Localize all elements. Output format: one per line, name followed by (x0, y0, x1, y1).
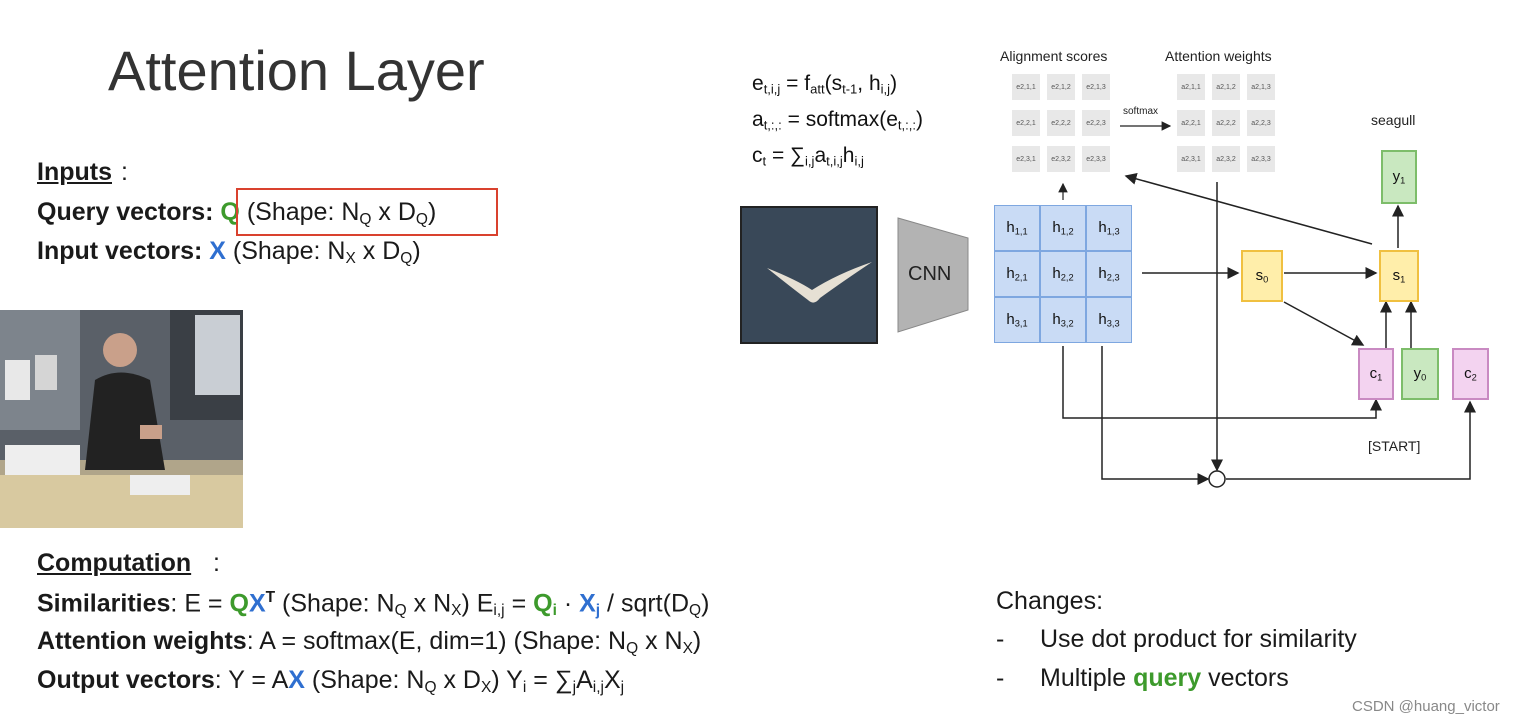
output-vectors-line: Output vectors: Y = AX (Shape: NQ x DX) … (37, 666, 625, 696)
state-s0: s0 (1241, 250, 1283, 302)
attention-weight-cell: a2,1,3 (1246, 73, 1276, 101)
alignment-score-cell: e2,1,1 (1011, 73, 1041, 101)
changes-item-2: Multiple query vectors (1040, 664, 1289, 692)
alignment-score-cell: e2,2,3 (1081, 109, 1111, 137)
changes-dash-1: - (996, 625, 1005, 653)
alignment-score-cell: e2,3,1 (1011, 145, 1041, 173)
changes-item-1: Use dot product for similarity (1040, 625, 1357, 653)
attention-weight-cell: a2,2,2 (1211, 109, 1241, 137)
attention-weights-line: Attention weights: A = softmax(E, dim=1)… (37, 627, 702, 657)
start-label: [START] (1368, 438, 1421, 454)
input-y0: y0 (1401, 348, 1439, 400)
lecturer-video-thumbnail (0, 310, 243, 528)
attention-weight-cell: a2,1,2 (1211, 73, 1241, 101)
feature-cell: h2,1 (994, 251, 1040, 297)
attention-weight-cell: a2,1,1 (1176, 73, 1206, 101)
output-y1: y1 (1381, 150, 1417, 204)
computation-colon: : (213, 549, 220, 577)
attention-weight-cell: a2,2,1 (1176, 109, 1206, 137)
inputs-colon: : (121, 158, 128, 186)
state-s1: s1 (1379, 250, 1419, 302)
attention-weight-cell: a2,3,2 (1211, 145, 1241, 173)
query-highlight-box (236, 188, 498, 236)
slide-title: Attention Layer (108, 39, 485, 102)
feature-cell: h1,3 (1086, 205, 1132, 251)
seagull-label: seagull (1371, 112, 1416, 128)
feature-cell: h2,2 (1040, 251, 1086, 297)
watermark: CSDN @huang_victor (1352, 698, 1500, 715)
alignment-score-cell: e2,2,2 (1046, 109, 1076, 137)
context-c1: c1 (1358, 348, 1394, 400)
input-vectors-line: Input vectors: X (Shape: NX x DQ) (37, 237, 421, 267)
feature-cell: h1,2 (1040, 205, 1086, 251)
alignment-scores-label: Alignment scores (1000, 48, 1108, 64)
cnn-label: CNN (908, 263, 952, 285)
attention-weights-label: Attention weights (1165, 48, 1272, 64)
changes-dash-2: - (996, 664, 1005, 692)
query-vectors-line: Query vectors: Q (Shape: NQ x DQ) (37, 198, 437, 228)
multiply-node (1208, 470, 1226, 488)
eq-softmax: at,:,: = softmax(et,:,:) (752, 108, 924, 133)
alignment-score-cell: e2,1,2 (1046, 73, 1076, 101)
alignment-score-cell: e2,2,1 (1011, 109, 1041, 137)
feature-cell: h3,2 (1040, 297, 1086, 343)
context-c2: c2 (1452, 348, 1489, 400)
attention-weight-cell: a2,3,3 (1246, 145, 1276, 173)
attention-weight-cell: a2,2,3 (1246, 109, 1276, 137)
cnn-block (897, 217, 969, 333)
inputs-heading: Inputs (37, 158, 112, 186)
changes-heading: Changes: (996, 587, 1104, 615)
computation-heading: Computation (37, 549, 192, 577)
eq-context: ct = ∑i,jat,i,jhi,j (752, 144, 864, 169)
softmax-label: softmax (1123, 106, 1159, 117)
feature-cell: h3,1 (994, 297, 1040, 343)
feature-cell: h1,1 (994, 205, 1040, 251)
alignment-score-cell: e2,3,3 (1081, 145, 1111, 173)
alignment-score-cell: e2,1,3 (1081, 73, 1111, 101)
eq-alignment: et,i,j = fatt(st-1, hi,j) (752, 72, 898, 97)
attention-weight-cell: a2,3,1 (1176, 145, 1206, 173)
feature-cell: h3,3 (1086, 297, 1132, 343)
alignment-score-cell: e2,3,2 (1046, 145, 1076, 173)
seagull-image (740, 206, 878, 344)
feature-cell: h2,3 (1086, 251, 1132, 297)
similarities-line: Similarities: E = QXT (Shape: NQ x NX) E… (37, 589, 710, 620)
